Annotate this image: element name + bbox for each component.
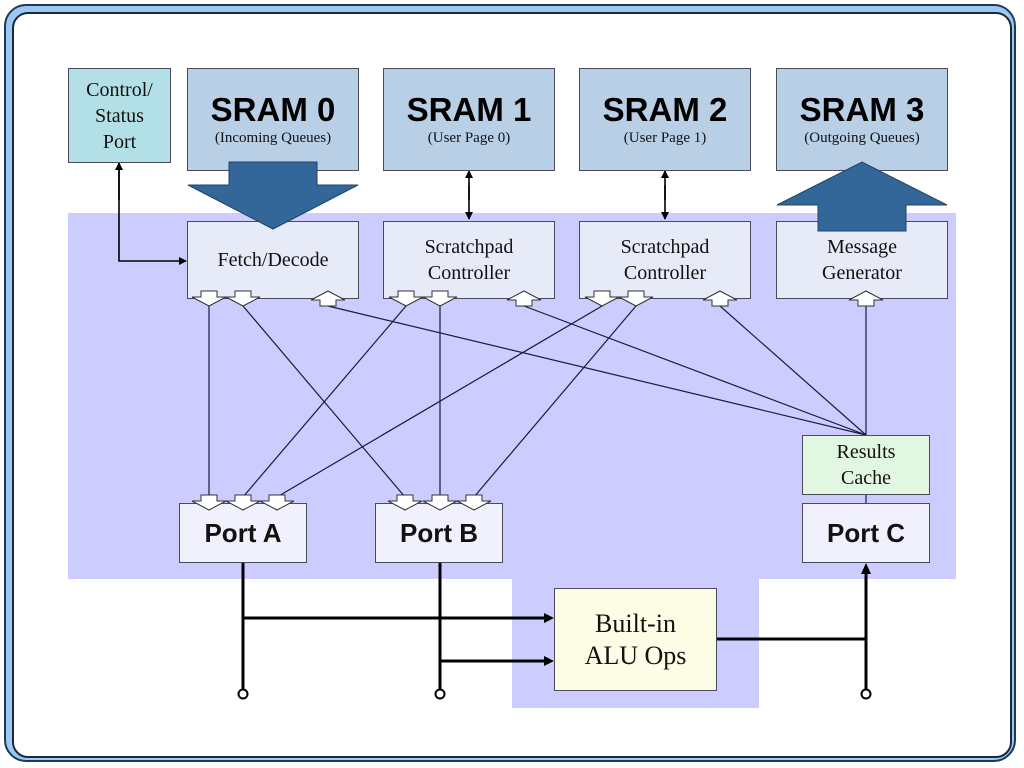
scratchpad1-line2: Controller [427, 262, 511, 284]
sram-2-subtitle: (User Page 1) [623, 129, 707, 146]
fetch-decode-label: Fetch/Decode [217, 249, 329, 271]
link-cache-sp2 [719, 305, 867, 436]
link-sp1-portA [242, 305, 407, 498]
sp2-out-b-arrow-icon [618, 290, 654, 307]
terminal-portA [237, 688, 249, 700]
control-port-line1: Control/ [86, 78, 153, 101]
port-c: Port C [802, 503, 930, 563]
fetch-out-b-arrow-icon [225, 290, 261, 307]
results-cache: Results Cache [802, 435, 930, 495]
port-a-label: Port A [204, 517, 282, 548]
control-status-port: Control/ Status Port [68, 68, 171, 163]
scratchpad2-line1: Scratchpad [620, 236, 710, 258]
terminal-portB [434, 688, 446, 700]
scratchpad1-line1: Scratchpad [424, 236, 514, 258]
msggen-line2: Generator [822, 262, 902, 284]
msggen-line1: Message [827, 236, 897, 258]
fetch-in-arrow-icon [310, 290, 346, 307]
sp2-in-arrow-icon [702, 290, 738, 307]
scratchpad2-line2: Controller [623, 262, 707, 284]
port-c-label: Port C [827, 517, 905, 548]
portA-in-2-arrow-icon [225, 494, 261, 511]
outgoing-queue-arrow-icon [776, 161, 948, 232]
portB-in-2-arrow-icon [422, 494, 458, 511]
cache-line2: Cache [841, 467, 891, 489]
port-b-label: Port B [400, 517, 478, 548]
sram-3-subtitle: (Outgoing Queues) [804, 129, 920, 146]
sram-1: SRAM 1 (User Page 0) [383, 68, 555, 171]
scratchpad-controller-1: Scratchpad Controller [383, 221, 555, 299]
sram-0: SRAM 0 (Incoming Queues) [187, 68, 359, 171]
sp1-in-arrow-icon [506, 290, 542, 307]
alu-ops: Built-in ALU Ops [554, 588, 717, 691]
incoming-queue-arrow-icon [187, 161, 359, 230]
portB-in-3-arrow-icon [456, 494, 492, 511]
portA-in-3-arrow-icon [259, 494, 295, 511]
msggen-in-arrow-icon [848, 290, 884, 307]
scratchpad-controller-2: Scratchpad Controller [579, 221, 751, 299]
sram-0-subtitle: (Incoming Queues) [214, 129, 332, 146]
terminal-portC [860, 688, 872, 700]
link-cache-fetch [327, 305, 867, 436]
sram-0-title: SRAM 0 [210, 90, 336, 128]
sram-3: SRAM 3 (Outgoing Queues) [776, 68, 948, 171]
alu-line1: Built-in [595, 608, 676, 638]
sram-3-title: SRAM 3 [799, 90, 925, 128]
cache-line1: Results [836, 441, 896, 463]
link-sp2-portA [276, 305, 603, 498]
fetch-decode-unit: Fetch/Decode [187, 221, 359, 299]
portA-in-1-arrow-icon [191, 494, 227, 511]
link-control-fetch [118, 170, 187, 265]
port-a: Port A [179, 503, 307, 563]
link-cache-sp1 [523, 305, 867, 436]
control-port-line2: Status [95, 104, 144, 127]
sram-1-title: SRAM 1 [406, 90, 532, 128]
sp1-out-a-arrow-icon [388, 290, 424, 307]
portB-in-1-arrow-icon [387, 494, 423, 511]
sp1-out-b-arrow-icon [422, 290, 458, 307]
sram-2: SRAM 2 (User Page 1) [579, 68, 751, 171]
sram-2-title: SRAM 2 [602, 90, 728, 128]
control-port-line3: Port [102, 130, 137, 153]
sram-1-subtitle: (User Page 0) [427, 129, 511, 146]
fetch-out-a-arrow-icon [191, 290, 227, 307]
alu-line2: ALU Ops [584, 640, 687, 670]
sp2-out-a-arrow-icon [584, 290, 620, 307]
